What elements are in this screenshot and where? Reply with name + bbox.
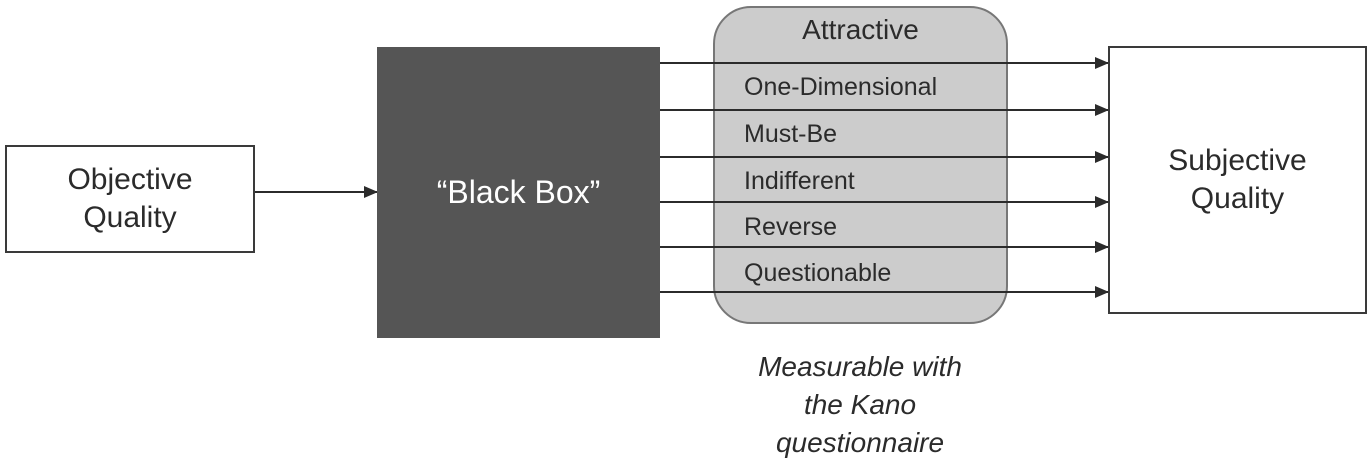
category-one-dimensional: One-Dimensional [744,73,938,101]
black-box-label: “Black Box” [436,174,601,210]
kano-categories-panel [713,6,1008,324]
subjective-quality-label: Subjective Quality [1168,144,1307,215]
category-reverse: Reverse [744,213,838,241]
category-must-be: Must-Be [744,120,838,148]
category-attractive: Attractive [802,14,919,45]
subjective-quality-box: Subjective Quality [1108,46,1367,314]
black-box: “Black Box” [377,47,660,338]
objective-quality-box: Objective Quality [5,145,255,253]
objective-quality-label: Objective Quality [67,163,193,234]
kano-caption: Measurable with the Kano questionnaire [758,351,962,458]
category-indifferent: Indifferent [744,167,855,195]
category-questionable: Questionable [744,259,892,287]
